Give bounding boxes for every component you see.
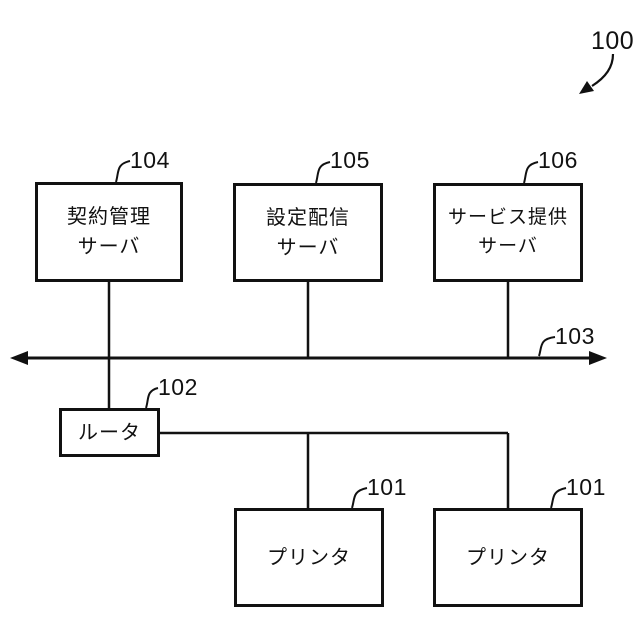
connector-router-to-printers <box>160 431 510 508</box>
leader-line-104 <box>115 160 131 183</box>
bus-left-arrowhead-icon <box>10 351 28 365</box>
contract-management-server-label-line2: サーバ <box>77 236 141 258</box>
ref-label-100-system: 100 <box>591 27 635 55</box>
settings-distribution-server-box: 設定配信 サーバ <box>233 183 383 282</box>
leader-line-103 <box>538 336 556 357</box>
leader-line-105 <box>315 161 331 184</box>
ref-label-104-contract-server: 104 <box>130 147 170 173</box>
system-ref-arrow-curve <box>591 53 615 87</box>
ref-label-102-router: 102 <box>158 374 198 400</box>
ref-label-106-service-server: 106 <box>538 147 578 173</box>
settings-distribution-server-label-line1: 設定配信 <box>266 206 350 229</box>
contract-management-server-label-line1: 契約管理 <box>67 206 151 228</box>
leader-line-101-right <box>550 487 567 509</box>
ref-label-103-network-bus: 103 <box>555 323 595 349</box>
printer-right-box: プリンタ <box>433 508 583 607</box>
ref-label-101-printer-right: 101 <box>566 474 606 500</box>
service-providing-server-label-line1: サービス提供 <box>447 207 568 228</box>
service-providing-server-label-line2: サーバ <box>478 235 538 257</box>
bus-right-arrowhead-icon <box>589 351 607 365</box>
printer-right-label: プリンタ <box>466 546 550 569</box>
contract-management-server-box: 契約管理 サーバ <box>35 182 183 282</box>
leader-line-106 <box>523 161 539 184</box>
leader-line-102 <box>145 387 159 409</box>
printer-left-box: プリンタ <box>234 508 384 607</box>
system-ref-arrowhead-icon <box>579 81 594 94</box>
service-providing-server-box: サービス提供 サーバ <box>433 183 583 282</box>
leader-line-101-left <box>351 487 368 509</box>
settings-distribution-server-label-line2: サーバ <box>276 236 340 259</box>
router-box: ルータ <box>59 408 160 457</box>
router-label: ルータ <box>78 421 141 444</box>
printer-left-label: プリンタ <box>267 546 351 569</box>
ref-label-105-config-server: 105 <box>330 147 370 173</box>
ref-label-101-printer-left: 101 <box>367 474 407 500</box>
